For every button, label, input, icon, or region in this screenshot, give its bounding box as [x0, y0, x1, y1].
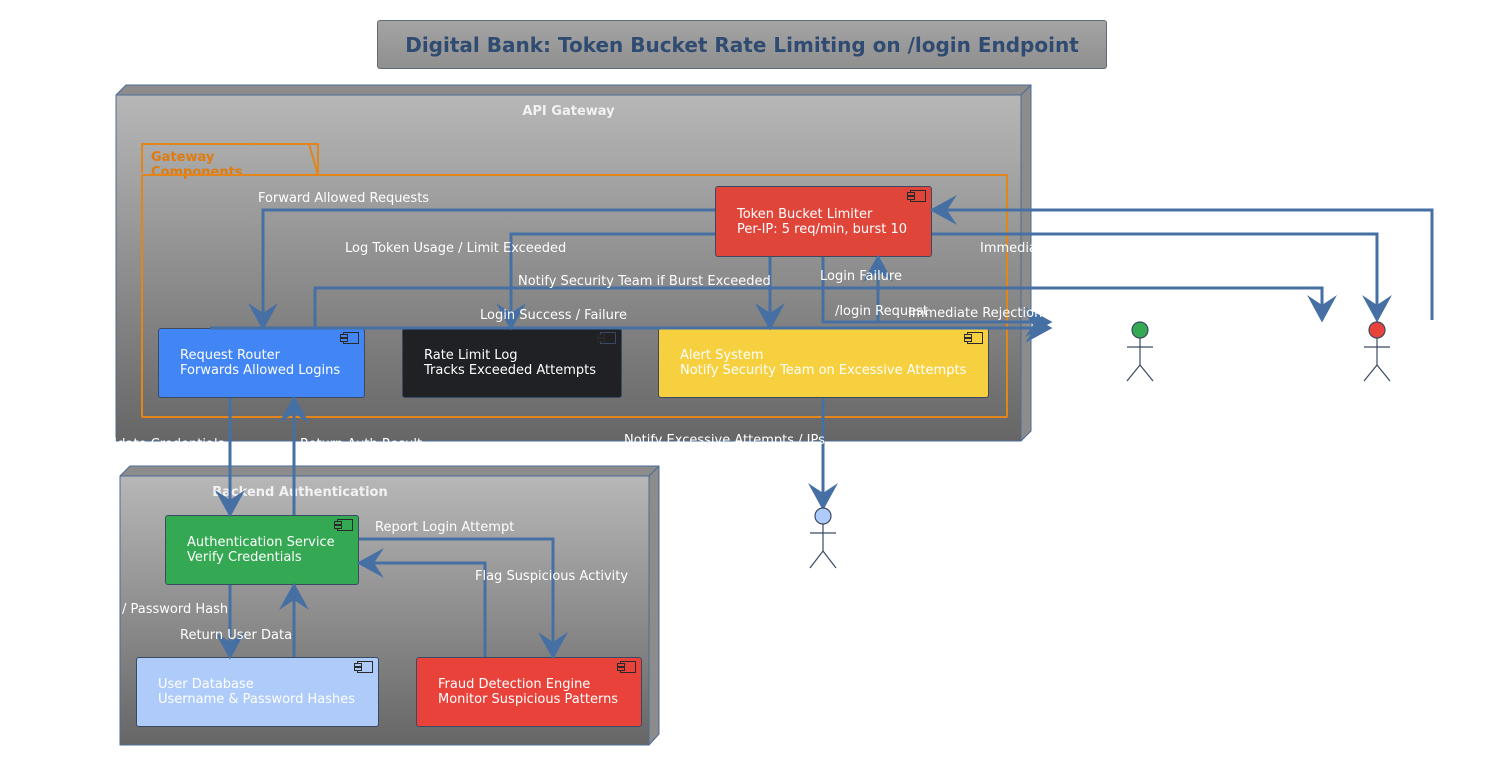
edge-login-request	[929, 195, 1434, 320]
label-immediate-rejection: Immediate Rejection	[908, 306, 1043, 321]
blue-actor	[809, 507, 837, 569]
red-actor	[1363, 321, 1391, 382]
edge-immediate-rejection	[932, 232, 1392, 323]
edge-limiter-to-right	[821, 257, 1053, 337]
log-name: Rate Limit Log	[424, 348, 518, 363]
log-detail: Tracks Exceeded Attempts	[424, 363, 597, 378]
authentication-service[interactable]: Authentication Service Verify Credential…	[165, 515, 359, 585]
router-detail: Forwards Allowed Logins	[180, 363, 341, 378]
api-gateway-title: API Gateway	[522, 104, 615, 119]
edge-flag-suspicious	[356, 548, 487, 657]
label-return-auth-result: Return Auth Result	[300, 437, 423, 452]
green-actor	[1126, 321, 1154, 382]
edge-notify-burst	[313, 286, 1337, 328]
rate-limit-log[interactable]: Rate Limit Log Tracks Exceeded Attempts	[402, 328, 622, 398]
fraud-detail: Monitor Suspicious Patterns	[438, 692, 619, 707]
limiter-detail: Per-IP: 5 req/min, burst 10	[737, 221, 908, 237]
component-icon	[964, 332, 983, 344]
alert-detail: Notify Security Team on Excessive Attemp…	[680, 363, 967, 378]
userdb-name: User Database	[158, 677, 254, 692]
label-login-success-failure: Login Success / Failure	[480, 308, 627, 323]
limiter-name: Token Bucket Limiter	[737, 206, 873, 222]
gateway-components-tab: Gateway Components	[141, 143, 319, 180]
component-icon	[617, 661, 636, 673]
component-icon	[907, 190, 926, 202]
alert-name: Alert System	[680, 348, 764, 363]
label-login-request: /login Request	[835, 304, 928, 319]
label-notify-burst: Notify Security Team if Burst Exceeded	[518, 274, 771, 289]
component-icon	[597, 332, 616, 344]
edge-forward-allowed	[248, 208, 715, 331]
component-icon	[354, 661, 373, 673]
label-forward-allowed: Forward Allowed Requests	[258, 191, 430, 206]
edge-report-login	[359, 537, 568, 660]
label-validate-credentials: lidate Credentials	[110, 437, 225, 452]
edge-log-usage	[496, 232, 715, 331]
auth-name: Authentication Service	[187, 535, 335, 550]
label-immediate-1: Immedia	[980, 241, 1037, 256]
label-return-user-data: Return User Data	[180, 628, 293, 643]
token-bucket-limiter[interactable]: Token Bucket Limiter Per-IP: 5 req/min, …	[715, 186, 932, 257]
diagram-title: Digital Bank: Token Bucket Rate Limiting…	[377, 20, 1107, 69]
fraud-name: Fraud Detection Engine	[438, 677, 591, 692]
auth-detail: Verify Credentials	[187, 550, 302, 565]
label-flag-suspicious: Flag Suspicious Activity	[475, 569, 629, 584]
fraud-detection-engine[interactable]: Fraud Detection Engine Monitor Suspiciou…	[416, 657, 642, 727]
package-tab-slope	[301, 143, 319, 176]
label-login-failure: Login Failure	[820, 269, 902, 284]
userdb-detail: Username & Password Hashes	[158, 692, 356, 707]
alert-system[interactable]: Alert System Notify Security Team on Exc…	[658, 328, 989, 398]
router-name: Request Router	[180, 348, 281, 363]
component-icon	[334, 519, 353, 531]
label-notify-excessive: Notify Excessive Attempts / IPs	[624, 433, 825, 448]
label-report-login: Report Login Attempt	[375, 520, 515, 535]
label-log-usage: Log Token Usage / Limit Exceeded	[345, 241, 567, 256]
label-password-hash: / Password Hash	[122, 602, 229, 617]
gateway-components-package	[141, 174, 1008, 418]
component-icon	[340, 332, 359, 344]
user-database[interactable]: User Database Username & Password Hashes	[136, 657, 379, 727]
backend-title: Backend Authentication	[212, 485, 388, 500]
